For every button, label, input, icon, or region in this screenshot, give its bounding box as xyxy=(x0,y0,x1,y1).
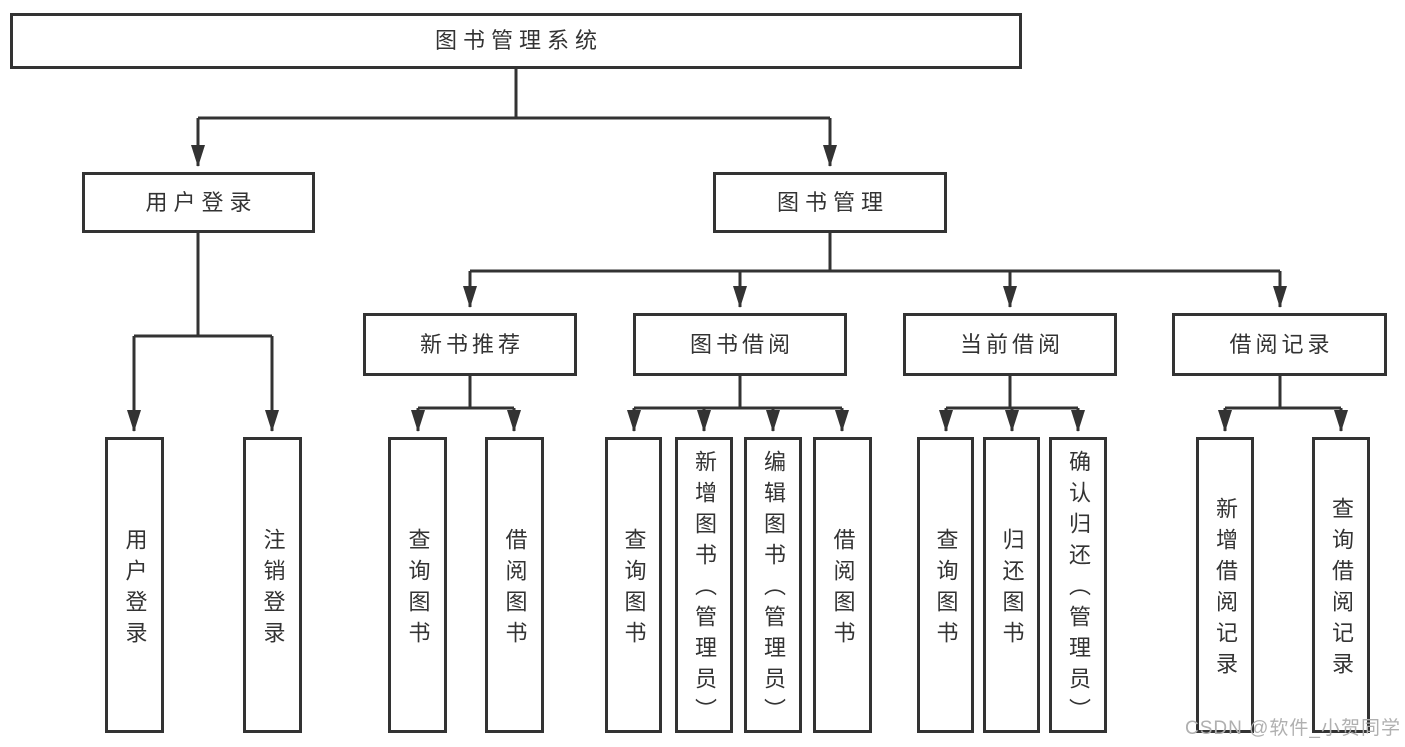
connector-current-borrow-to-leaves xyxy=(939,376,1085,432)
node-current-borrow: 当前借阅 xyxy=(903,313,1117,376)
node-label: 用户登录 xyxy=(122,527,148,652)
leaf-current-query-books: 查询图书 xyxy=(917,437,974,733)
node-label: 归还图书 xyxy=(999,527,1025,652)
node-label: 图书管理系统 xyxy=(434,28,603,53)
node-new-book-recommend: 新书推荐 xyxy=(363,313,577,376)
leaf-newbook-query-books: 查询图书 xyxy=(388,437,447,733)
node-label: 借阅图书 xyxy=(502,527,528,652)
node-label: 查询图书 xyxy=(621,527,647,652)
connector-new-book-to-leaves xyxy=(411,376,521,432)
leaf-borrow-borrow-books: 借阅图书 xyxy=(813,437,872,733)
leaf-records-add-record: 新增借阅记录 xyxy=(1196,437,1254,733)
leaf-current-return-books: 归还图书 xyxy=(983,437,1040,733)
node-label: 确认归还（管理员） xyxy=(1066,450,1091,729)
connector-user-login-to-leaves xyxy=(127,233,279,432)
node-book-management: 图书管理 xyxy=(713,172,947,233)
connector-book-management-to-level3 xyxy=(463,233,1287,308)
node-borrow-records: 借阅记录 xyxy=(1172,313,1387,376)
node-label: 当前借阅 xyxy=(959,331,1064,357)
leaf-borrow-add-books-admin: 新增图书（管理员） xyxy=(675,437,733,733)
node-label: 编辑图书（管理员） xyxy=(761,450,786,729)
connector-borrow-records-to-leaves xyxy=(1218,376,1348,432)
node-label: 借阅图书 xyxy=(830,527,856,652)
node-label: 查询借阅记录 xyxy=(1329,496,1354,683)
node-label: 注销登录 xyxy=(260,527,286,652)
connector-book-borrow-to-leaves xyxy=(627,376,849,432)
node-label: 新增借阅记录 xyxy=(1213,496,1238,683)
leaf-user-login: 用户登录 xyxy=(105,437,164,733)
node-label: 新增图书（管理员） xyxy=(692,450,717,729)
node-root: 图书管理系统 xyxy=(10,13,1022,69)
connector-root-to-level2 xyxy=(191,68,837,167)
node-label: 用户登录 xyxy=(145,189,258,215)
node-label: 借阅记录 xyxy=(1229,331,1334,357)
node-label: 图书管理 xyxy=(776,189,889,215)
leaf-logout-login: 注销登录 xyxy=(243,437,302,733)
watermark: CSDN @软件_小贺同学 xyxy=(1185,718,1401,739)
leaf-borrow-query-books: 查询图书 xyxy=(605,437,662,733)
leaf-borrow-edit-books-admin: 编辑图书（管理员） xyxy=(744,437,802,733)
leaf-newbook-borrow-books: 借阅图书 xyxy=(485,437,544,733)
node-label: 新书推荐 xyxy=(419,331,524,357)
node-label: 图书借阅 xyxy=(689,331,794,357)
node-user-login: 用户登录 xyxy=(82,172,315,233)
node-label: 查询图书 xyxy=(405,527,431,652)
node-book-borrow: 图书借阅 xyxy=(633,313,847,376)
node-label: 查询图书 xyxy=(933,527,959,652)
leaf-current-confirm-return-admin: 确认归还（管理员） xyxy=(1049,437,1107,733)
leaf-records-query-record: 查询借阅记录 xyxy=(1312,437,1370,733)
